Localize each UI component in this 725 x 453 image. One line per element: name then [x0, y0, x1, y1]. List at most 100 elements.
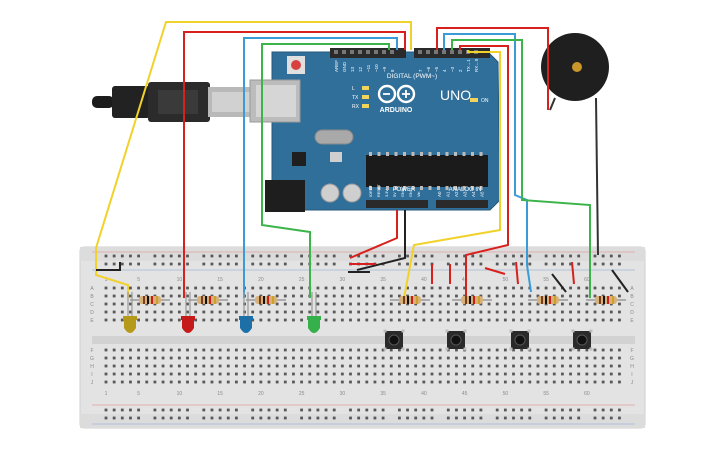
- analog-pin-label: A2: [454, 191, 459, 197]
- pin-label: 12: [358, 66, 363, 72]
- row-letter: J: [631, 380, 634, 386]
- analog-pin-label: A4: [471, 191, 476, 197]
- header-pin: [366, 50, 370, 54]
- column-number: 45: [462, 391, 468, 397]
- header-pin: [426, 50, 430, 54]
- push-buttons: [383, 329, 593, 351]
- led-label: RX: [352, 104, 360, 110]
- led-label: TX: [352, 95, 359, 101]
- green-led: [307, 292, 321, 333]
- column-number: 15: [217, 391, 223, 397]
- column-number: 50: [503, 391, 509, 397]
- brand-text: ARDUINO: [380, 107, 413, 114]
- row-letter: E: [630, 318, 634, 324]
- pin-label: 2: [458, 69, 463, 72]
- button-2[interactable]: [445, 329, 467, 351]
- row-letter: B: [630, 294, 634, 300]
- power-label: POWER: [393, 187, 416, 193]
- yellow-led: [123, 292, 137, 333]
- resistor: [528, 296, 568, 304]
- pin-label: AREF: [334, 60, 339, 72]
- pin-label: 7: [418, 69, 423, 72]
- row-letter: H: [630, 364, 634, 370]
- header-pin: [450, 50, 454, 54]
- resistor: [130, 296, 170, 304]
- pin-label: GND: [342, 61, 347, 72]
- column-number: 20: [258, 391, 264, 397]
- column-number: 35: [380, 391, 386, 397]
- header-pin: [434, 50, 438, 54]
- resistor: [188, 296, 228, 304]
- leds: [123, 292, 321, 333]
- button-3[interactable]: [509, 329, 531, 351]
- header-pin: [350, 50, 354, 54]
- on-label: ON: [481, 98, 489, 104]
- column-number: 55: [543, 277, 549, 283]
- analog-pin-label: A3: [463, 191, 468, 197]
- row-letter: H: [90, 364, 94, 370]
- analog-pin-label: A5: [480, 191, 485, 197]
- row-letter: D: [630, 310, 634, 316]
- analog-pin-label: A1: [446, 191, 451, 197]
- row-letter: I: [91, 372, 92, 378]
- pin-label: ~6: [426, 66, 431, 72]
- column-number: 25: [299, 391, 305, 397]
- header-pin: [342, 50, 346, 54]
- pin-label: 4: [442, 69, 447, 72]
- resistor: [390, 296, 430, 304]
- pin-label: TX→1: [466, 59, 471, 72]
- header-pin: [458, 50, 462, 54]
- pin-label: ~11: [366, 64, 371, 72]
- row-letter: D: [90, 310, 94, 316]
- row-letter: F: [90, 348, 93, 354]
- row-letter: G: [630, 356, 634, 362]
- usb-cable: [92, 82, 266, 122]
- column-number: 10: [177, 277, 183, 283]
- pin-label: ~3: [450, 66, 455, 72]
- column-number: 45: [462, 277, 468, 283]
- row-letter: J: [91, 380, 94, 386]
- pin-label: ~5: [434, 66, 439, 72]
- column-number: 1: [105, 391, 108, 397]
- header-pin: [334, 50, 338, 54]
- piezo-buzzer: [541, 33, 609, 256]
- column-number: 10: [177, 391, 183, 397]
- column-number: 40: [421, 277, 427, 283]
- pin-label: ~10: [374, 64, 379, 72]
- header-pin: [374, 50, 378, 54]
- onboard-led: [362, 95, 369, 99]
- header-pin: [442, 50, 446, 54]
- red-led: [181, 292, 195, 333]
- column-number: 60: [584, 391, 590, 397]
- column-number: 30: [340, 391, 346, 397]
- row-letter: A: [630, 286, 634, 292]
- column-number: 5: [137, 277, 140, 283]
- row-letter: G: [90, 356, 94, 362]
- column-number: 60: [584, 277, 590, 283]
- column-number: 55: [543, 391, 549, 397]
- power-pin-label: 3.3V: [385, 189, 389, 197]
- column-number: 40: [421, 391, 427, 397]
- onboard-led: [362, 86, 369, 90]
- resistor: [246, 296, 286, 304]
- resistor: [586, 296, 626, 304]
- column-number: 5: [137, 391, 140, 397]
- button-4[interactable]: [571, 329, 593, 351]
- onboard-led: [362, 104, 369, 108]
- power-pin-label: RESET: [377, 184, 381, 197]
- row-letter: E: [90, 318, 94, 324]
- column-number: 25: [299, 277, 305, 283]
- header-pin: [390, 50, 394, 54]
- button-1[interactable]: [383, 329, 405, 351]
- reset-button[interactable]: [291, 60, 301, 70]
- header-pin: [382, 50, 386, 54]
- analog-label: ANALOG IN: [449, 187, 482, 193]
- arduino-logo-icon: [377, 84, 416, 104]
- column-number: 15: [217, 277, 223, 283]
- power-pin-label: GND: [409, 188, 413, 197]
- led-label: L: [352, 86, 355, 92]
- header-pin: [358, 50, 362, 54]
- column-number: 50: [503, 277, 509, 283]
